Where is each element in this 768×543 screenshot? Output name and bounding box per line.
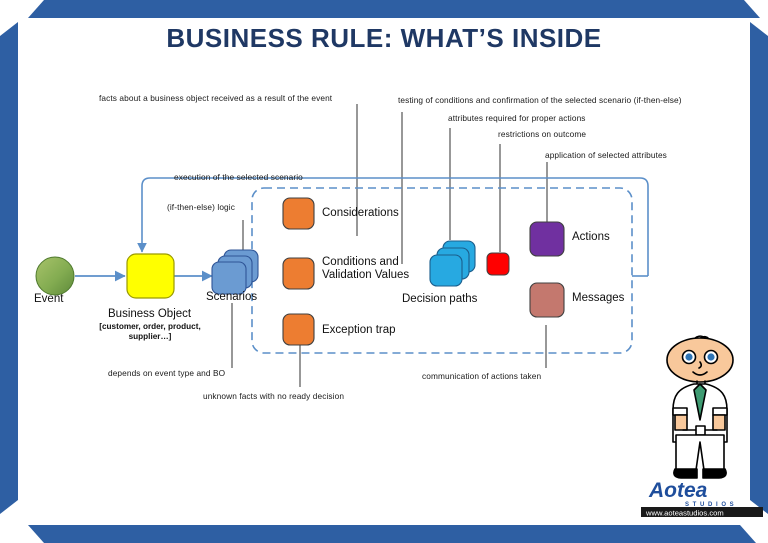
brand-url-bar [641, 507, 763, 517]
annotation-execution-of-scenario: execution of the selected scenario [174, 172, 303, 182]
annotation-testing-of-conditions: testing of conditions and confirmation o… [398, 95, 682, 105]
conditions-node[interactable] [282, 257, 315, 290]
messages-node[interactable] [529, 282, 565, 318]
brand-logo-name: Aotea [648, 479, 708, 502]
messages-label: Messages [572, 292, 625, 304]
annotation-restrictions-on-outcome: restrictions on outcome [498, 129, 587, 139]
actions-label: Actions [572, 231, 610, 243]
event-label: Event [34, 293, 64, 305]
brand-logo[interactable]: Aotea S T U D I O S www.aoteastudios.com [641, 477, 763, 517]
business-object-sublabel: [customer, order, product, supplier…] [99, 322, 201, 341]
annotation-unknown-facts: unknown facts with no ready decision [203, 391, 345, 401]
mascot-tie [693, 383, 707, 421]
business-object-label: Business Object [108, 308, 192, 320]
annotation-facts-about-business-object: facts about a business object received a… [99, 93, 333, 103]
conditions-label: Conditions and Validation Values [322, 256, 410, 282]
mascot-trousers [675, 434, 725, 471]
exception-trap-label: Exception trap [322, 324, 396, 336]
restriction-node[interactable] [486, 252, 510, 276]
annotation-depends-on-event-type: depends on event type and BO [108, 368, 226, 378]
decision-paths-node[interactable] [429, 240, 476, 287]
annotation-application-of-attributes: application of selected attributes [545, 150, 667, 160]
page-title: BUSINESS RULE: WHAT’S INSIDE [166, 23, 602, 53]
annotation-leader-lines [231, 104, 548, 387]
mascot-shoe-right [702, 468, 727, 479]
considerations-label: Considerations [322, 207, 399, 219]
annotation-attributes-required: attributes required for proper actions [448, 113, 586, 123]
brand-url: www.aoteastudios.com [645, 509, 724, 518]
scenarios-label: Scenarios [206, 291, 258, 303]
feedback-loop-arrow [137, 177, 649, 276]
brand-logo-tagline: S T U D I O S [685, 502, 735, 508]
mascot-illustration [666, 335, 734, 479]
scenarios-node[interactable] [211, 249, 259, 295]
annotation-if-then-else-logic: (if-then-else) logic [167, 202, 235, 212]
annotation-communication-of-actions: communication of actions taken [422, 371, 542, 381]
mascot-shoe-left [673, 468, 698, 479]
mascot-eye-right [707, 353, 715, 361]
considerations-node[interactable] [282, 197, 315, 230]
actions-node[interactable] [529, 221, 565, 257]
business-object-node[interactable] [126, 253, 175, 299]
event-node[interactable] [35, 256, 75, 296]
exception-trap-node[interactable] [282, 313, 315, 346]
mascot-head [666, 337, 734, 383]
mascot-eye-left [685, 353, 693, 361]
decision-paths-label: Decision paths [402, 293, 478, 305]
